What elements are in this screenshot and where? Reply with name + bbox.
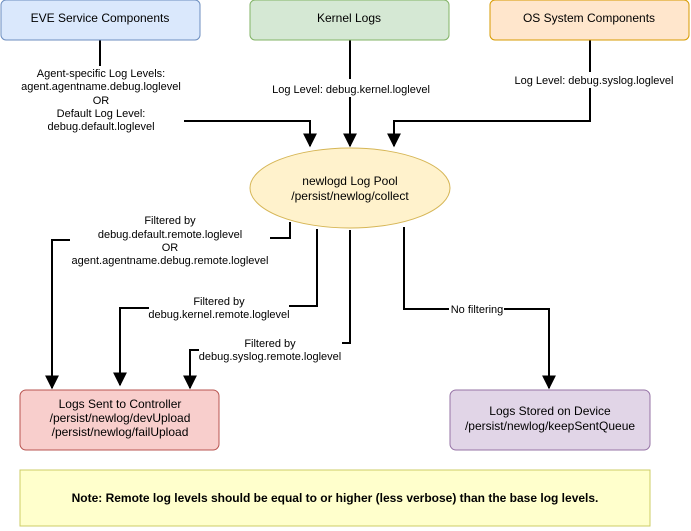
edge-pool-to-device (403, 227, 556, 390)
edge-label-pool-to-controller-default: Filtered by debug.default.remote.logleve… (70, 212, 270, 267)
edge-label-line: debug.default.remote.loglevel (98, 229, 242, 241)
edge-label-line: OR (93, 95, 110, 107)
edge-label-eve-to-pool: Agent-specific Log Levels: agent.agentna… (21, 68, 181, 133)
device-title: Logs Stored on Device (489, 404, 611, 418)
eve-service-components-box: EVE Service Components (0, 0, 201, 41)
edge-label-line: agent.agentname.debug.loglevel (21, 81, 181, 93)
edge-label-line: debug.default.loglevel (47, 121, 154, 133)
edge-label-pool-to-controller-kernel: Filtered by debug.kernel.remote.loglevel (148, 296, 289, 321)
os-system-components-label: OS System Components (523, 11, 655, 25)
eve-service-components-label: EVE Service Components (31, 11, 170, 25)
edge-label-line: Filtered by (193, 296, 245, 308)
edge-label-line: Filtered by (244, 338, 296, 350)
controller-title: Logs Sent to Controller (59, 397, 182, 411)
edge-label-line: OR (162, 242, 179, 254)
edge-label-pool-to-controller-syslog: Filtered by debug.syslog.remote.loglevel (199, 338, 341, 363)
edge-label-kernel-to-pool: Log Level: debug.kernel.loglevel (272, 84, 430, 96)
edge-label-os-to-pool: Log Level: debug.syslog.loglevel (514, 75, 673, 87)
edge-label-line: agent.agentname.debug.remote.loglevel (72, 255, 269, 267)
edge-label-line: Agent-specific Log Levels: (37, 68, 165, 80)
logs-stored-on-device-box: Logs Stored on Device /persist/newlog/ke… (449, 389, 651, 451)
pool-path: /persist/newlog/collect (291, 189, 409, 203)
note-box: Note: Remote log levels should be equal … (19, 469, 651, 527)
edge-pool-to-controller-kernel (113, 229, 318, 387)
edge-pool-to-controller-syslog (183, 230, 351, 390)
edge-pool-to-controller-default (45, 222, 291, 390)
logs-sent-to-controller-box: Logs Sent to Controller /persist/newlog/… (19, 389, 220, 451)
device-path: /persist/newlog/keepSentQueue (465, 419, 635, 433)
edge-label-line: debug.syslog.remote.loglevel (199, 351, 341, 363)
edge-label-line: debug.kernel.remote.loglevel (148, 309, 289, 321)
pool-title: newlogd Log Pool (302, 174, 397, 188)
os-system-components-box: OS System Components (489, 0, 690, 41)
kernel-logs-label: Kernel Logs (317, 11, 381, 25)
edge-os-to-pool (387, 40, 591, 148)
controller-path-upload: /persist/newlog/devUpload (50, 411, 191, 425)
edge-label-line: Default Log Level: (57, 108, 146, 120)
edge-label-pool-to-device: No filtering (451, 304, 504, 316)
note-text: Note: Remote log levels should be equal … (72, 491, 599, 505)
kernel-logs-box: Kernel Logs (249, 0, 450, 41)
edge-label-line: Filtered by (144, 215, 196, 227)
edge-eve-to-pool (99, 40, 317, 148)
controller-path-fail: /persist/newlog/failUpload (52, 425, 189, 439)
newlogd-log-pool-node: newlogd Log Pool /persist/newlog/collect (249, 147, 451, 229)
